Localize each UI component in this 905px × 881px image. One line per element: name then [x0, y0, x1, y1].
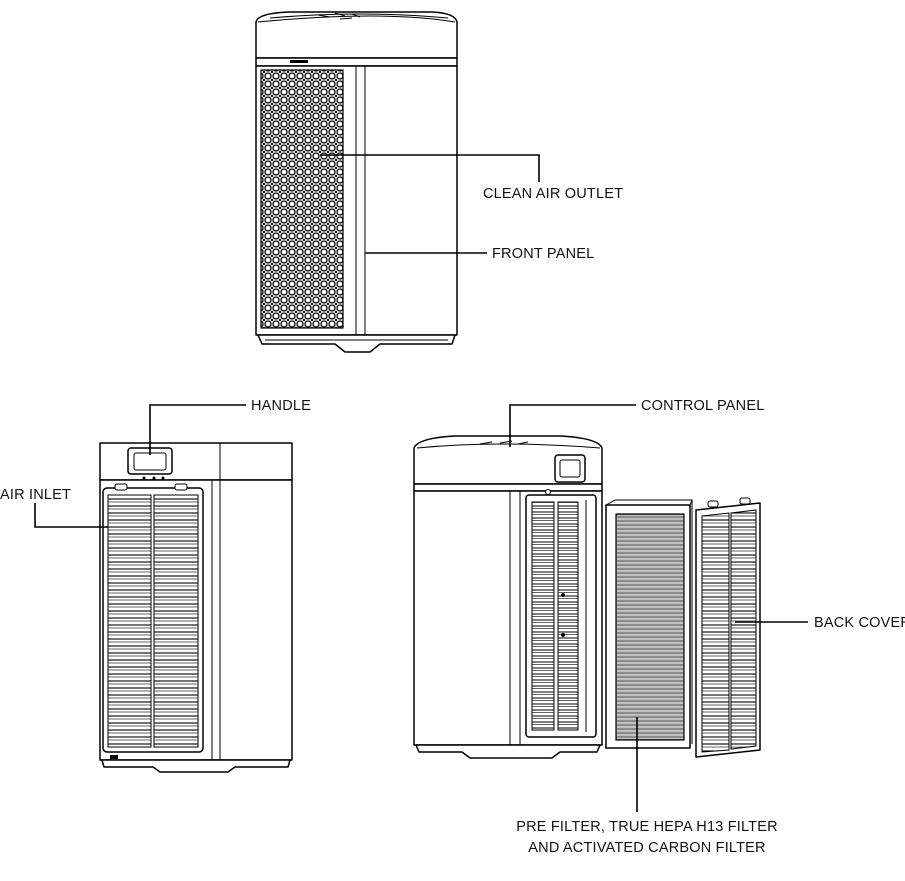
leader-handle: [149, 404, 246, 455]
label-back-cover: BACK COVER: [814, 615, 905, 631]
cavity-grill-left: [531, 501, 555, 731]
label-control-panel: CONTROL PANEL: [641, 398, 764, 414]
leader-air-inlet: [34, 503, 108, 528]
leader-control-panel: [509, 404, 636, 447]
purifier-exploded-view: [413, 435, 761, 759]
label-handle: HANDLE: [251, 398, 311, 414]
label-filter-line2: AND ACTIVATED CARBON FILTER: [528, 840, 765, 856]
leader-clean-air-outlet: [320, 154, 540, 182]
label-air-inlet: AIR INLET: [0, 487, 71, 503]
purifier-front-view: [255, 11, 458, 353]
air-inlet-louvers-left: [107, 494, 152, 748]
purifier-back-view: [99, 442, 293, 773]
filter-module: [605, 499, 693, 749]
back-cover-panel: [695, 497, 761, 758]
display-marks: [317, 12, 361, 20]
cavity-grill-right: [557, 501, 579, 731]
label-filter-line1: PRE FILTER, TRUE HEPA H13 FILTER: [516, 819, 778, 835]
label-front-panel: FRONT PANEL: [492, 246, 594, 262]
label-clean-air-outlet: CLEAN AIR OUTLET: [483, 186, 623, 202]
front-panel-perforation: [260, 69, 344, 329]
air-inlet-louvers-right: [153, 494, 199, 748]
